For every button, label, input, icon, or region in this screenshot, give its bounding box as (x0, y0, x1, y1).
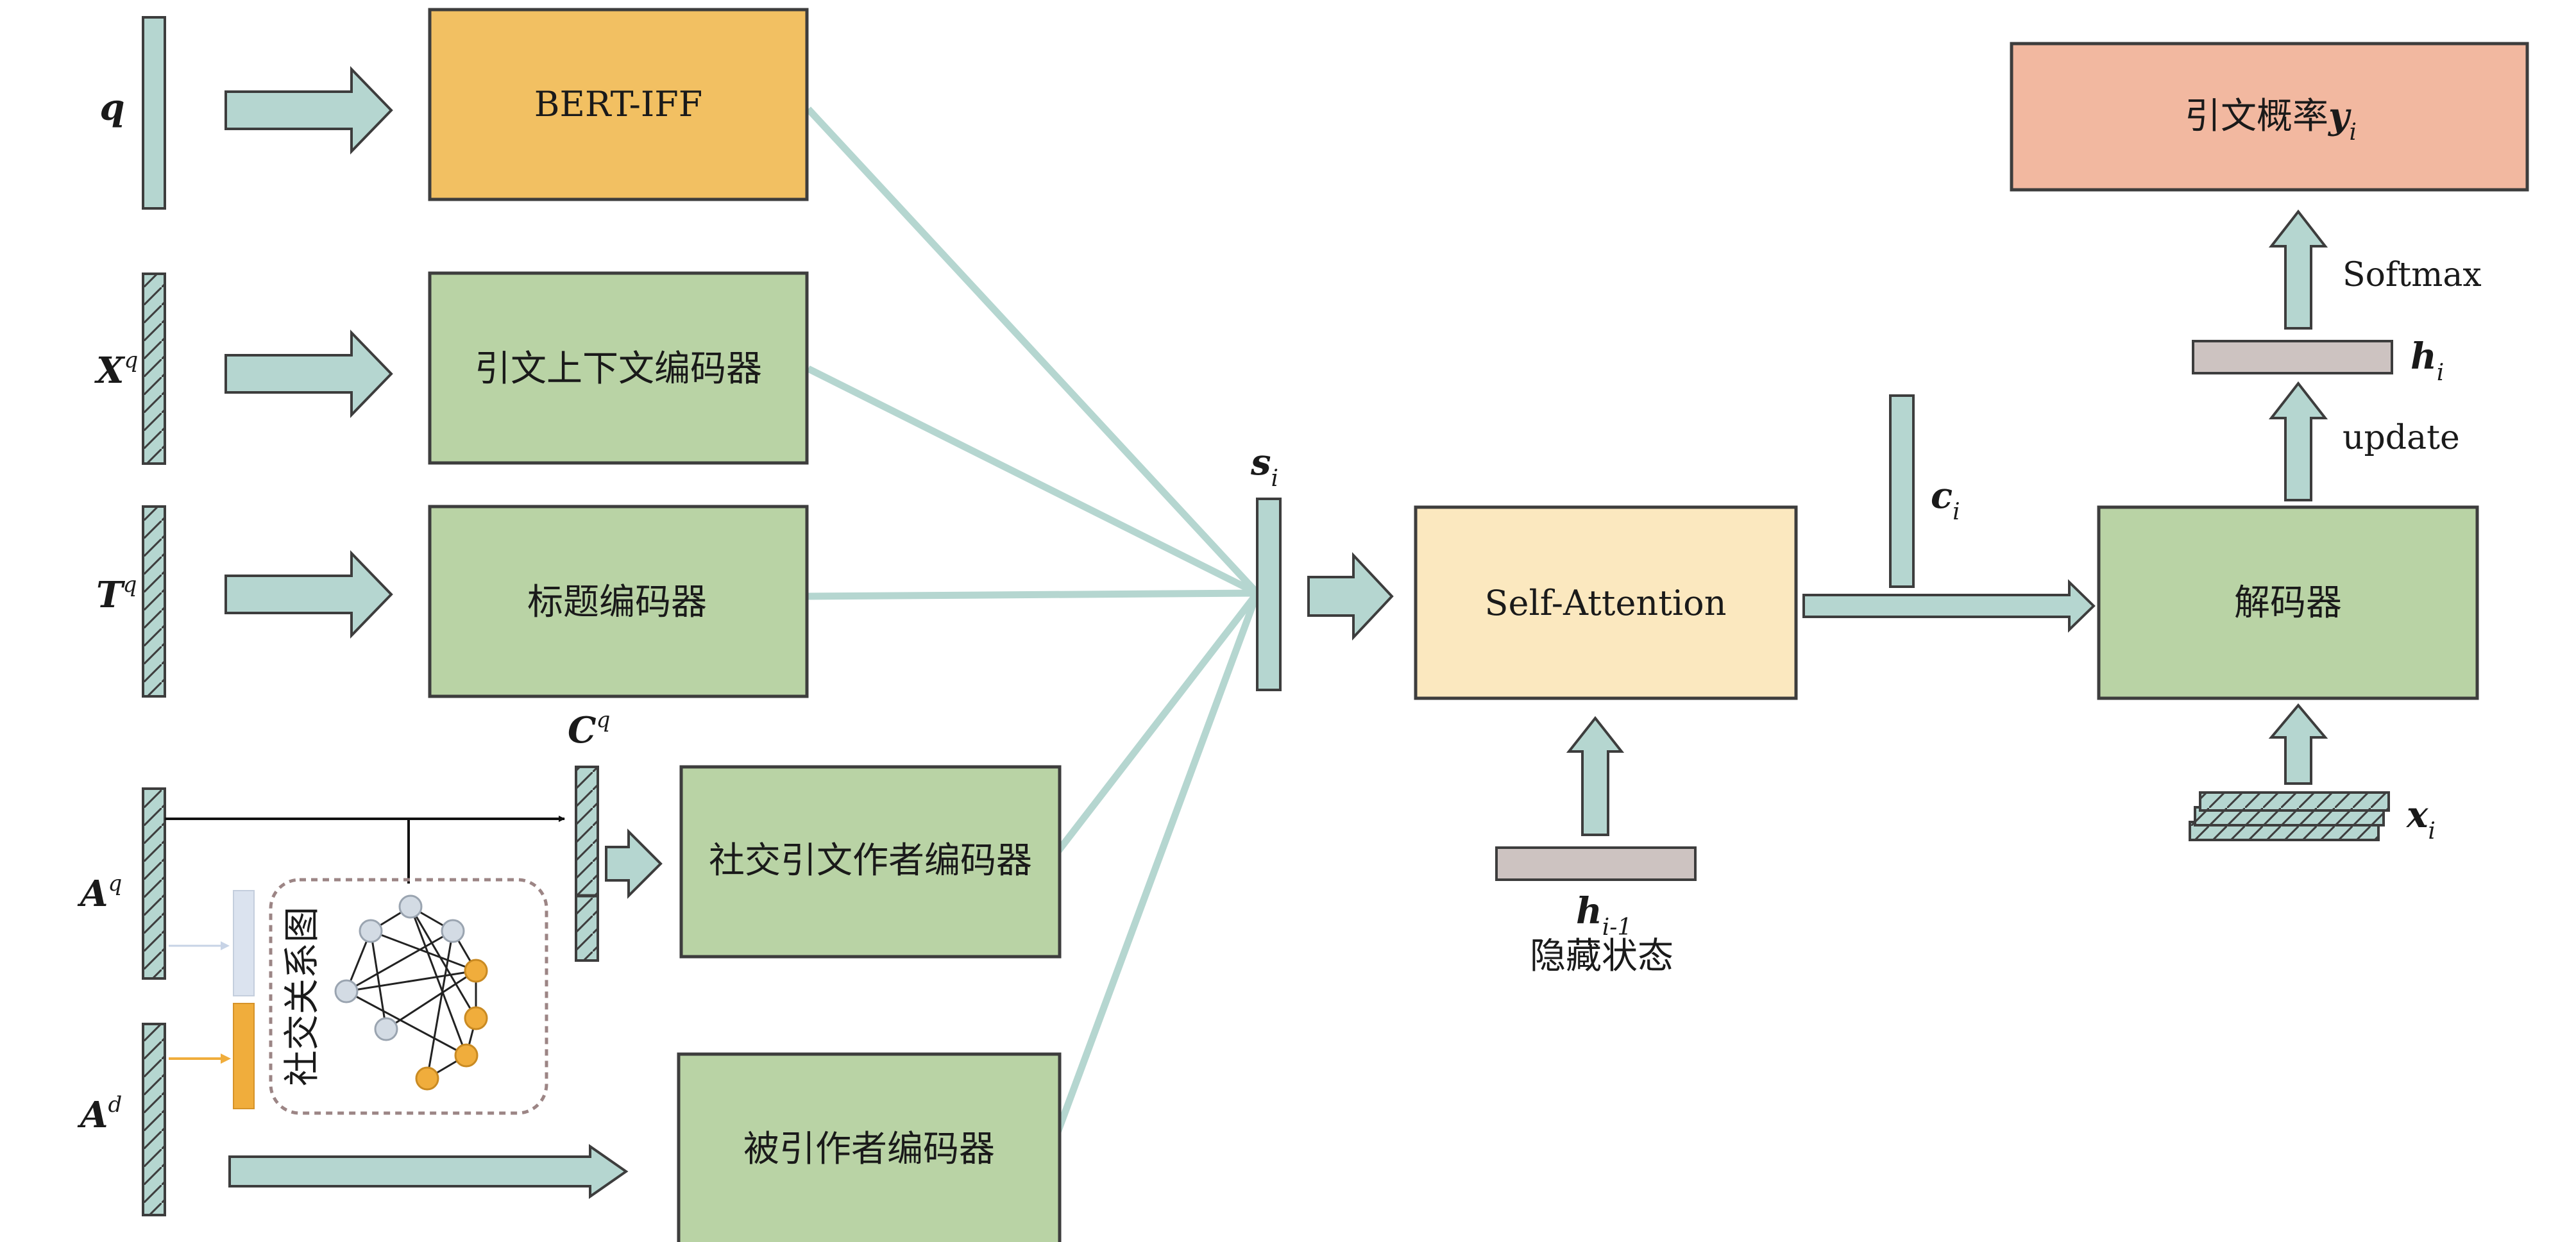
context-encoder-label: 引文上下文编码器 (475, 348, 762, 390)
hidden-up-arrow (1566, 716, 1625, 836)
tq-arrow (225, 550, 393, 639)
tq-label: Tq (96, 572, 137, 616)
citation-probability-label: 引文概率yi (2185, 95, 2357, 146)
hidden-state-caption: 隐藏状态 (1530, 936, 1674, 977)
xq-vector (142, 273, 166, 465)
ad-vector (142, 1023, 166, 1216)
xq-label: Xq (94, 348, 138, 392)
ad-arrow (228, 1144, 629, 1199)
bert-iff-label: BERT-IFF (534, 84, 702, 124)
bert-iff-box (428, 8, 809, 201)
self-attention-box (1414, 505, 1798, 700)
social-graph: 社交关系图 (269, 878, 548, 1115)
grey-node-bar (233, 890, 255, 996)
update-label: update (2343, 419, 2460, 457)
q-label: q (99, 87, 124, 129)
context-to-s-line (806, 365, 1259, 596)
aq-vector (142, 787, 166, 980)
s-arrow (1307, 551, 1394, 641)
c-vector (1889, 394, 1915, 588)
cited-author-encoder-label: 被引作者编码器 (743, 1129, 995, 1170)
q-vector (142, 16, 166, 210)
title-encoder-label: 标题编码器 (527, 582, 707, 623)
graph-node-highlight (454, 1043, 479, 1068)
social-graph-highlight-nodes (415, 959, 488, 1091)
graph-node (441, 919, 465, 943)
social-graph-frame (269, 878, 548, 1115)
c-label: ci (1931, 474, 1960, 525)
title-encoder-box (428, 505, 809, 698)
cq-arrow (605, 828, 663, 899)
hidden-state-bar (1495, 846, 1697, 881)
graph-node-highlight (415, 1066, 439, 1091)
bert-to-s-line (805, 106, 1260, 596)
aq-label: Aq (77, 871, 122, 915)
attention-to-decoder-arrow (1802, 579, 2096, 633)
graph-node (374, 1017, 398, 1041)
social-graph-label: 社交关系图 (282, 907, 323, 1086)
xq-arrow (225, 330, 393, 418)
graph-node (334, 979, 359, 1003)
x-up-arrow (2268, 703, 2328, 785)
encoder-to-s-connections (804, 106, 1261, 1149)
context-encoder-box (428, 271, 809, 465)
grey-pointer-head (221, 941, 230, 950)
h-state-bar (2192, 340, 2393, 374)
update-arrow (2268, 381, 2328, 501)
s-label: si (1250, 441, 1278, 492)
social-to-s-line (1049, 591, 1260, 862)
x-stack (2189, 791, 2390, 841)
q-arrow (225, 66, 393, 155)
softmax-label: Softmax (2343, 256, 2482, 294)
social-encoder-label: 社交引文作者编码器 (709, 840, 1032, 882)
decoder-label: 解码器 (2234, 582, 2342, 624)
cited-to-s-line (1048, 592, 1261, 1149)
citation-probability-box (2010, 42, 2529, 192)
graph-node-highlight (464, 1006, 488, 1030)
hidden-state-symbol: hi-1 (1576, 890, 1632, 941)
title-to-s-line (804, 589, 1258, 600)
softmax-arrow (2268, 209, 2328, 330)
h-label: hi (2411, 335, 2444, 386)
decoder-box (2097, 505, 2479, 700)
cq-label: Cq (568, 707, 610, 751)
s-vector (1256, 498, 1282, 691)
graph-node-highlight (464, 959, 488, 983)
graph-node (398, 894, 423, 919)
x-stack-layer (2199, 791, 2390, 812)
social-encoder-box (679, 765, 1062, 959)
orange-node-bar (233, 1003, 255, 1109)
orange-pointer-head (221, 1053, 231, 1064)
ad-label: Ad (77, 1092, 122, 1136)
self-attention-label: Self-Attention (1485, 583, 1727, 623)
graph-node (359, 919, 383, 943)
social-graph-nodes (334, 894, 465, 1041)
tq-vector (142, 505, 166, 698)
cited-author-encoder-box (677, 1052, 1062, 1242)
x-label: xi (2406, 794, 2436, 844)
cq-vector (575, 766, 599, 962)
